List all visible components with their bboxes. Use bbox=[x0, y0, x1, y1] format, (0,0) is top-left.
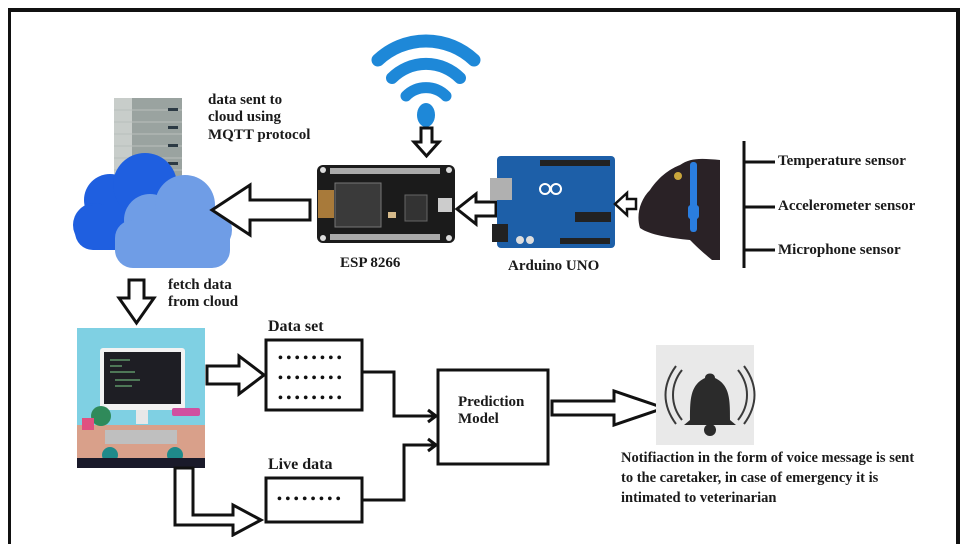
dataset-label: Data set bbox=[268, 318, 324, 335]
livedata-label: Live data bbox=[268, 456, 333, 473]
livedata-box bbox=[264, 476, 364, 524]
alarm-bell-icon bbox=[656, 345, 756, 445]
svg-text:• • • • • • • •: • • • • • • • • bbox=[278, 351, 342, 366]
arrow-cow-to-arduino bbox=[613, 190, 638, 218]
esp-label: ESP 8266 bbox=[340, 255, 401, 271]
sensor-temperature: Temperature sensor bbox=[778, 153, 906, 169]
arrow-esp-to-cloud bbox=[209, 182, 312, 238]
prediction-model-label: Prediction Model bbox=[458, 394, 525, 428]
dataset-to-model-connector bbox=[362, 370, 439, 424]
arduino-board-icon bbox=[490, 156, 615, 248]
arduino-label: Arduino UNO bbox=[508, 258, 600, 274]
svg-text:• • • • • • • •: • • • • • • • • bbox=[278, 371, 342, 386]
wifi-icon bbox=[371, 34, 481, 127]
arrow-computer-to-livedata bbox=[173, 466, 265, 537]
arrow-cloud-to-computer bbox=[116, 278, 157, 326]
arrow-wifi-to-esp bbox=[410, 126, 443, 159]
cow-with-collar-icon bbox=[638, 158, 720, 260]
livedata-dots: • • • • • • • • bbox=[277, 492, 341, 507]
dataset-box bbox=[264, 338, 364, 412]
dataset-dots: • • • • • • • • • • • • • • • • • • • • … bbox=[278, 351, 342, 406]
svg-text:• • • • • • • •: • • • • • • • • bbox=[278, 391, 342, 406]
notification-text: Notifiaction in the form of voice messag… bbox=[621, 450, 915, 506]
cloud-caption: data sent to cloud using MQTT protocol bbox=[208, 92, 311, 143]
arrow-model-to-bell bbox=[550, 388, 669, 428]
arrow-computer-to-dataset bbox=[205, 352, 267, 398]
prediction-model-box bbox=[436, 368, 550, 466]
sensor-bracket bbox=[742, 141, 775, 268]
livedata-to-model-connector bbox=[362, 437, 439, 502]
arrow-arduino-to-esp bbox=[454, 190, 498, 228]
esp8266-board-icon bbox=[317, 165, 455, 243]
cloud-icon bbox=[73, 153, 232, 268]
fetch-caption: fetch data from cloud bbox=[168, 277, 239, 311]
sensor-accelerometer: Accelerometer sensor bbox=[778, 198, 916, 214]
computer-desk-icon bbox=[77, 328, 205, 468]
sensor-microphone: Microphone sensor bbox=[778, 242, 901, 258]
